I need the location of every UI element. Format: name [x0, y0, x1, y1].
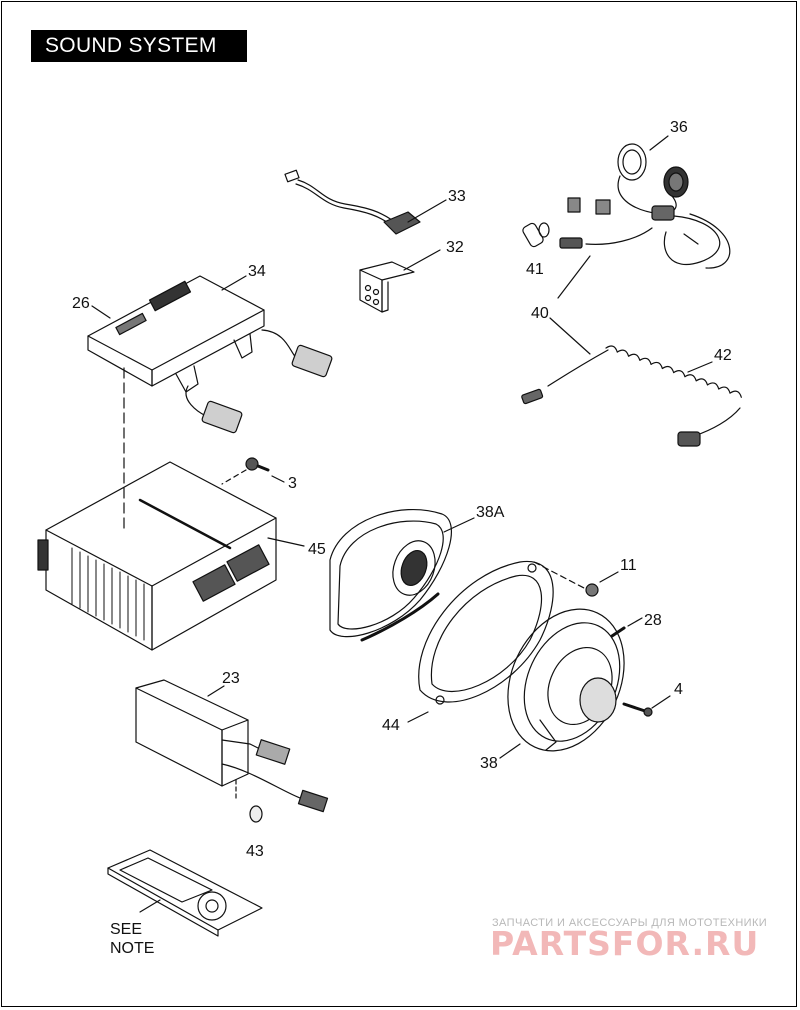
- callout-41: 41: [526, 261, 544, 278]
- callout-23: 23: [222, 670, 240, 687]
- callout-43: 43: [246, 843, 264, 860]
- page-title: SOUND SYSTEM: [31, 30, 247, 62]
- callout-42: 42: [714, 347, 732, 364]
- media-player: [107, 849, 263, 937]
- part-40-cable: [521, 255, 609, 405]
- see-note-line1: SEE: [110, 921, 143, 938]
- callout-33: 33: [448, 188, 466, 205]
- callout-45: 45: [308, 541, 326, 558]
- callout-32: 32: [446, 239, 464, 256]
- callout-3: 3: [288, 475, 297, 492]
- callout-34: 34: [248, 263, 266, 280]
- part-36-headset: [559, 135, 731, 269]
- part-38-speaker: [499, 608, 625, 759]
- callout-38: 38: [480, 755, 498, 772]
- callout-11: 11: [620, 557, 637, 574]
- part-41-plug: [522, 222, 550, 248]
- callout-labels: 3 4 11 23 26 28 32 33 34 36 38 38A 40 41…: [72, 119, 732, 860]
- callout-40: 40: [531, 305, 549, 322]
- see-note-label: SEE NOTE: [110, 920, 154, 958]
- callout-4: 4: [674, 681, 683, 698]
- part-32-bracket: [359, 249, 441, 313]
- part-4-screw: [622, 695, 671, 717]
- watermark-caption: ЗАПЧАСТИ И АКСЕССУАРЫ ДЛЯ МОТОТЕХНИКИ: [492, 917, 768, 929]
- part-44-speaker-ring: [407, 560, 554, 723]
- callout-36: 36: [670, 119, 688, 136]
- part-33-antenna: [284, 169, 447, 235]
- part-34-radio-module: [87, 275, 333, 434]
- see-note-line2: NOTE: [110, 940, 155, 957]
- callout-44: 44: [382, 717, 400, 734]
- part-3-screw: [221, 457, 285, 485]
- part-38a-speaker-lid: [329, 508, 475, 642]
- part-11-nut: [533, 561, 619, 597]
- callout-26: 26: [72, 295, 90, 312]
- part-28-screw: [610, 617, 643, 638]
- part-45-audio-unit: [37, 461, 305, 651]
- callout-38a: 38A: [476, 504, 505, 521]
- part-23-interface-module: [135, 679, 329, 823]
- watermark-logo: PARTSFOR.RU: [490, 924, 760, 963]
- callout-28: 28: [644, 612, 662, 629]
- part-42-coiled-cord: [605, 345, 742, 447]
